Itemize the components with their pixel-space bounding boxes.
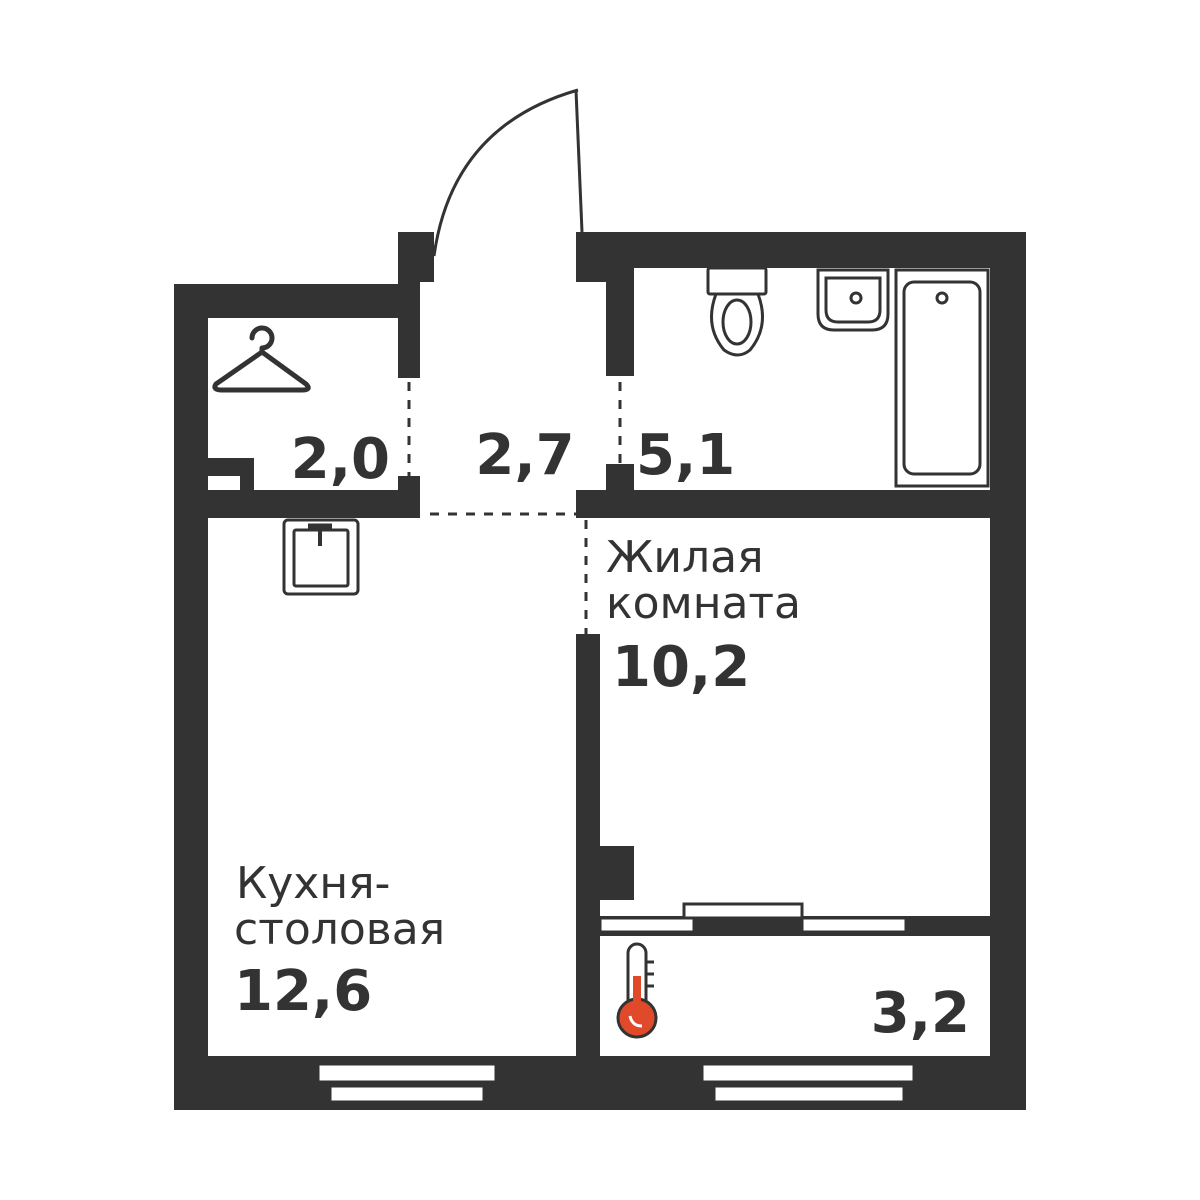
room-separators [407,382,622,634]
thermometer-icon [616,942,658,1039]
kitchen-sink-icon [282,518,360,596]
balcony-area: 3,2 [871,981,970,1046]
hanger-icon [212,325,311,393]
balcony-door[interactable] [598,902,908,934]
hallway-area: 2,7 [475,423,574,488]
kitchen-window [316,1062,498,1084]
balcony-window [700,1062,916,1084]
entrance-door[interactable] [432,88,584,257]
bathtub-icon [894,268,990,488]
wardrobe-area: 2,0 [291,427,390,492]
balcony-window-sill [712,1084,906,1104]
toilet-icon [706,266,768,357]
bathroom-area: 5,1 [636,423,735,488]
living-name-line2: комната [606,578,801,629]
kitchen-name-line1: Кухня- [236,858,390,909]
kitchen-name-line2: столовая [234,904,445,955]
windows [316,1062,916,1104]
kitchen-window-sill [328,1084,486,1104]
sink-icon [816,268,890,332]
walls [174,232,1026,1110]
living-area: 10,2 [612,635,750,700]
living-name-line1: Жилая [606,532,764,583]
kitchen-area: 12,6 [234,959,372,1024]
